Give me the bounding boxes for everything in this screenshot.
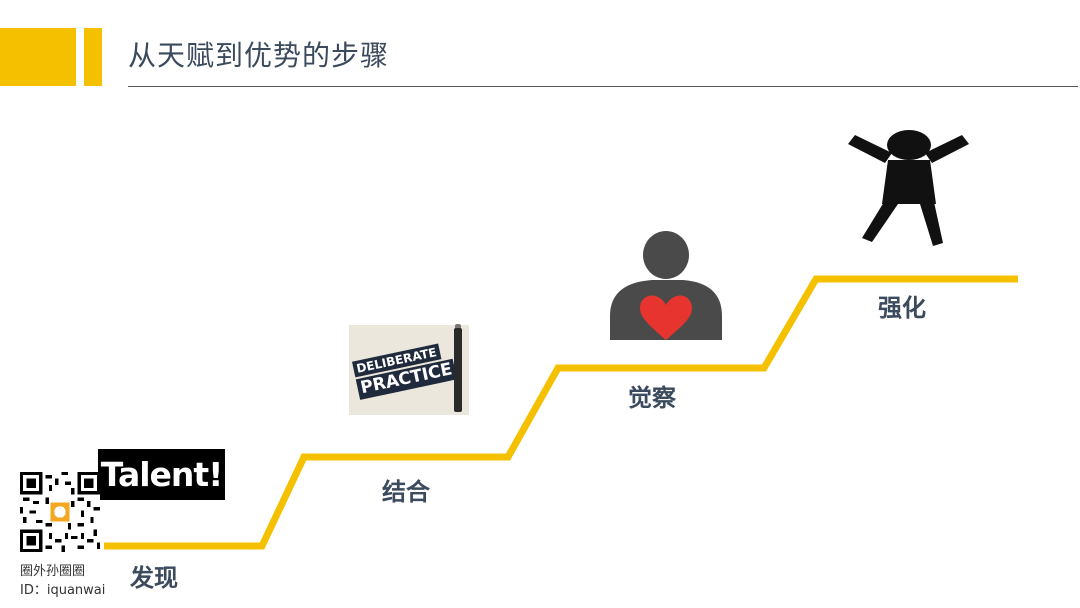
qr-code-icon bbox=[20, 472, 100, 552]
step-label-aware: 觉察 bbox=[628, 384, 676, 412]
step-label-strengthen: 强化 bbox=[878, 294, 926, 322]
account-id: ID：iquanwai bbox=[20, 583, 106, 598]
step-label-combine: 结合 bbox=[382, 478, 430, 506]
slide-title: 从天赋到优势的步骤 bbox=[128, 39, 390, 72]
title-divider bbox=[128, 86, 1078, 87]
pen-icon bbox=[454, 328, 462, 412]
account-name: 圈外孙圈圈 bbox=[20, 564, 86, 579]
deliberate-practice-image: DELIBERATE PRACTICE bbox=[349, 325, 469, 415]
jumping-figure-icon bbox=[848, 130, 969, 246]
accent-bar-small bbox=[84, 28, 102, 86]
talent-image: Talent! bbox=[98, 449, 225, 500]
step-label-discover: 发现 bbox=[130, 564, 178, 592]
qr-caption: 圈外孙圈圈 ID：iquanwai bbox=[20, 562, 105, 600]
heart-person-icon bbox=[610, 231, 722, 340]
accent-bar-large bbox=[0, 28, 76, 86]
